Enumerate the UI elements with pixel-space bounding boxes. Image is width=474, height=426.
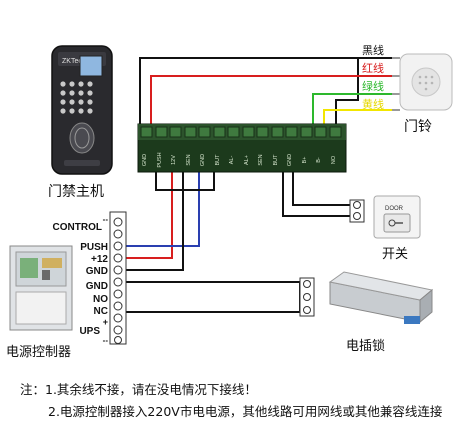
psu-terminal-label: +12 xyxy=(91,254,108,265)
psu-terminal-label: GND xyxy=(86,266,108,277)
psu-terminal-label: GND xyxy=(86,281,108,292)
exit-switch-wires xyxy=(282,168,350,217)
psu-terminal-label: -- xyxy=(103,215,109,224)
access-controller-label: 门禁主机 xyxy=(48,184,104,200)
lock-wires xyxy=(124,281,301,313)
pin-label: NO xyxy=(331,155,337,164)
pin-label: AL- xyxy=(229,156,235,165)
keypad-icon xyxy=(60,81,93,114)
pin-label: SEN xyxy=(186,154,192,165)
doorbell-wire xyxy=(392,57,400,111)
green-wire xyxy=(312,93,392,128)
fingerprint-sensor-icon xyxy=(69,122,95,154)
psu-terminal-strip xyxy=(109,211,127,345)
note-line-2: 2.电源控制器接入220V市电电源，其他线路可用网线或其他兼容线连接 xyxy=(48,404,443,419)
exit-switch-label: 开关 xyxy=(382,247,408,262)
black-wire xyxy=(139,57,392,128)
exit-switch-terminal xyxy=(349,199,365,223)
lock-terminal xyxy=(299,277,315,317)
psu-terminal-label: + xyxy=(103,317,108,327)
psu-terminal-label: CONTROL xyxy=(53,222,102,233)
lcd-screen-icon xyxy=(79,55,103,77)
electric-lock-label: 电插锁 xyxy=(346,338,385,354)
psu-terminal-label: NO xyxy=(93,294,108,305)
psu-terminal-label: PUSH xyxy=(80,242,108,253)
red-wire-label: 红线 xyxy=(362,61,384,75)
pin-label: PUSH xyxy=(157,152,163,167)
pin-label: GND xyxy=(287,154,293,166)
power-supply-device xyxy=(9,245,73,331)
psu-terminal-label: -- xyxy=(103,336,109,345)
doorbell-device xyxy=(399,53,453,111)
pin-label: BUT xyxy=(273,154,279,166)
speaker-grille-icon xyxy=(418,75,434,91)
access-controller-device: ZKTeco xyxy=(51,45,113,175)
terminal-block: GND PUSH 12V SEN GND BUT AL- AL+ SEN BUT… xyxy=(137,123,347,173)
door-plate-text: DOOR xyxy=(385,206,404,212)
yellow-wire-label: 黄线 xyxy=(362,97,384,111)
electric-lock-device xyxy=(328,271,434,324)
pin-label: B- xyxy=(316,157,322,163)
exit-switch-device: DOOR xyxy=(373,195,421,239)
gnd-wire xyxy=(124,128,184,271)
psu-terminal-label: UPS xyxy=(79,326,100,337)
pin-label: SEN xyxy=(258,154,264,165)
green-wire-label: 绿线 xyxy=(362,79,384,93)
pin-label: BUT xyxy=(215,154,221,166)
black-wire-label: 黑线 xyxy=(362,43,384,57)
pin-label: GND xyxy=(142,154,148,166)
pin-label: 12V xyxy=(171,155,177,165)
brand-logo: ZKTeco xyxy=(62,58,86,65)
pin-label: GND xyxy=(200,154,206,166)
psu-terminal-label: NC xyxy=(94,306,108,317)
yellow-wire xyxy=(323,109,392,128)
pin-label: B+ xyxy=(302,157,308,164)
pin-label: AL+ xyxy=(244,155,250,165)
power-supply-label: 电源控制器 xyxy=(6,345,71,360)
doorbell-label: 门铃 xyxy=(404,119,432,135)
note-line-1: 注：1.其余线不接，请在没电情况下接线！ xyxy=(20,382,257,397)
